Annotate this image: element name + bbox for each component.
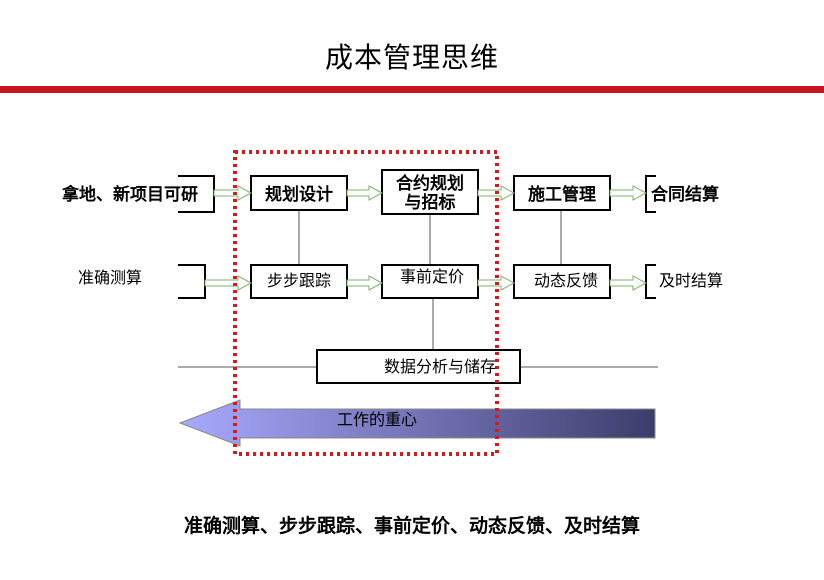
box-contract-planning xyxy=(381,169,479,215)
arrow-r1-4 xyxy=(609,185,648,201)
arrow-r2-4 xyxy=(609,275,648,291)
row2-start-bracket xyxy=(178,264,206,299)
box-pre-pricing xyxy=(381,264,479,299)
row2-end-bracket xyxy=(645,264,656,299)
label-pre-pricing: 事前定价 xyxy=(400,267,464,286)
row1-arrows xyxy=(213,185,648,201)
row2-start-label: 准确测算 xyxy=(78,268,142,287)
label-contract-planning: 合约规划 xyxy=(396,173,464,194)
label-bidding: 与招标 xyxy=(405,192,456,213)
box-step-tracking xyxy=(250,264,348,299)
label-planning-design: 规划设计 xyxy=(265,184,333,205)
row2-boxes xyxy=(178,264,656,299)
arrow-r1-1 xyxy=(213,185,253,201)
summary-caption: 准确测算、步步跟踪、事前定价、动态反馈、及时结算 xyxy=(183,515,640,537)
row1-start-label: 拿地、新项目可研 xyxy=(61,184,198,205)
label-step-tracking: 步步跟踪 xyxy=(267,271,331,290)
row1-end-label: 合同结算 xyxy=(651,184,719,205)
label-construction-mgmt: 施工管理 xyxy=(528,184,596,205)
row1-end-bracket xyxy=(645,175,656,213)
box-data-analysis xyxy=(316,349,521,384)
arrow-r2-1 xyxy=(204,275,253,291)
label-dynamic-feedback: 动态反馈 xyxy=(534,271,598,290)
vertical-connectors xyxy=(298,210,562,350)
arrow-r1-2 xyxy=(346,185,384,201)
focus-frame xyxy=(233,150,499,456)
page-title: 成本管理思维 xyxy=(324,41,499,74)
label-work-focus: 工作的重心 xyxy=(337,410,417,429)
label-data-analysis: 数据分析与储存 xyxy=(384,357,496,376)
arrow-r2-2 xyxy=(346,275,384,291)
work-focus-arrow xyxy=(178,399,656,447)
row2-end-label: 及时结算 xyxy=(659,271,723,290)
title-divider xyxy=(0,86,824,93)
